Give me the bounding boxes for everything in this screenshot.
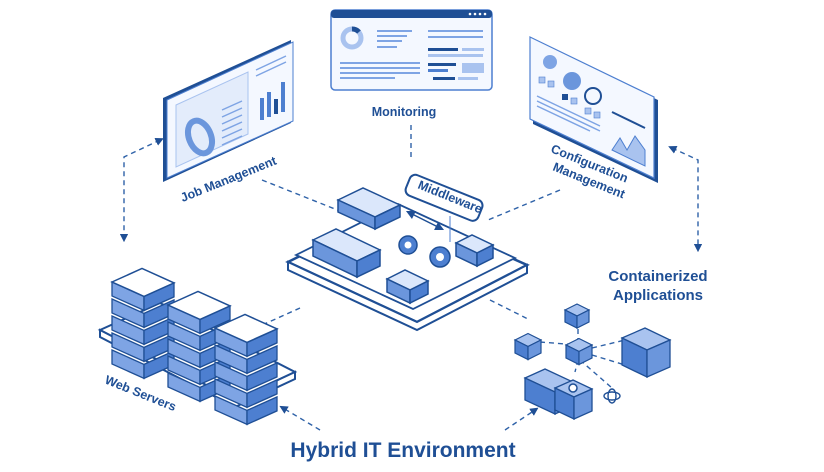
connector-job-middleware [261,179,346,214]
connector-config-containers [668,145,703,253]
containerized-label-line2: Applications [613,287,703,304]
middleware-platform-icon [285,173,530,332]
container-cube [527,339,542,361]
connector-config-middleware [487,189,561,221]
monitoring-label: Monitoring [372,105,437,119]
server-top [110,267,176,298]
network-hub-icon [603,388,621,404]
connector-middleware-containers [489,299,531,321]
server-unit [246,378,278,409]
dashboard-monitor-icon [330,9,493,91]
gear-icon [429,246,451,268]
configuration-management-node[interactable]: Configuration Management [529,36,658,202]
server-unit [246,344,278,375]
gear-icon [398,235,418,255]
server-top [213,313,279,344]
container-icon [513,303,672,421]
server-top [166,290,232,321]
container-cube [576,309,590,329]
server-stack-icon [97,267,298,426]
containerized-label-line1: Containerized [608,268,707,285]
web-servers-label: Web Servers [103,373,178,414]
monitoring-node[interactable]: Monitoring [330,9,493,119]
server-unit [246,361,278,392]
container-cube [578,344,593,366]
middleware-node[interactable]: Middleware [285,173,530,332]
web-servers-node[interactable]: Web Servers [97,267,298,426]
connector-title-containers [504,407,539,431]
dashboard-config-icon [529,36,658,183]
connector-title-webservers [279,405,321,431]
connector-job-webservers [119,137,164,243]
containerized-applications-node[interactable]: Containerized Applications [513,268,708,421]
job-management-node[interactable]: Job Management [163,40,294,205]
connectors [119,125,703,431]
diagram-title: Hybrid IT Environment [290,439,515,462]
dashboard-charts-icon [163,40,294,182]
server-unit [246,395,278,426]
